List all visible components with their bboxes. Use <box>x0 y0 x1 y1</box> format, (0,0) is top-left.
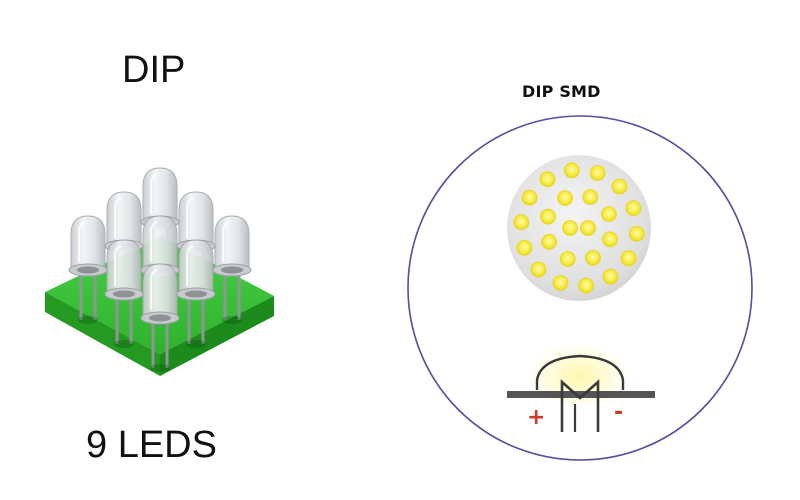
smd-chip <box>625 200 642 217</box>
smd-chip <box>562 220 578 236</box>
smd-chip <box>540 208 556 225</box>
dip-led <box>68 215 108 324</box>
smd-chip <box>585 249 601 266</box>
smd-chip <box>620 250 637 267</box>
minus-label: - <box>614 400 623 425</box>
dip-led-group <box>68 167 252 372</box>
smd-chip <box>516 239 533 256</box>
smd-chip-group <box>513 162 645 294</box>
dip-led <box>140 263 180 372</box>
dip-led <box>104 239 144 348</box>
base-plate <box>507 391 655 398</box>
smd-chip <box>578 277 595 294</box>
dip-led <box>176 239 216 348</box>
smd-chip <box>513 214 530 231</box>
lens-dome <box>535 354 625 390</box>
smd-chip <box>539 171 556 188</box>
smd-chip <box>557 190 573 207</box>
plus-label: + <box>527 405 545 430</box>
smd-chip <box>602 268 619 285</box>
chip-leads <box>560 379 600 432</box>
smd-title: DIP SMD <box>522 82 601 101</box>
smd-chip <box>628 225 645 242</box>
smd-chip <box>601 206 617 223</box>
smd-chip <box>589 165 606 181</box>
dip-title: DIP <box>122 49 186 91</box>
dip-led <box>212 215 252 324</box>
smd-chip-board <box>507 155 651 301</box>
led-count-label: 9 LEDS <box>86 424 217 466</box>
smd-chip <box>552 275 569 291</box>
smd-cross-section: + - <box>507 336 655 432</box>
smd-chip <box>559 251 576 267</box>
smd-chip <box>563 162 580 179</box>
smd-chip <box>582 189 599 205</box>
smd-chip <box>580 220 596 236</box>
smd-chip <box>521 189 538 206</box>
smd-chip <box>530 261 547 278</box>
smd-chip <box>541 233 557 250</box>
smd-chip <box>611 178 628 195</box>
outline-ring <box>407 115 753 461</box>
light-glow <box>527 336 631 404</box>
smd-chip <box>602 231 618 248</box>
